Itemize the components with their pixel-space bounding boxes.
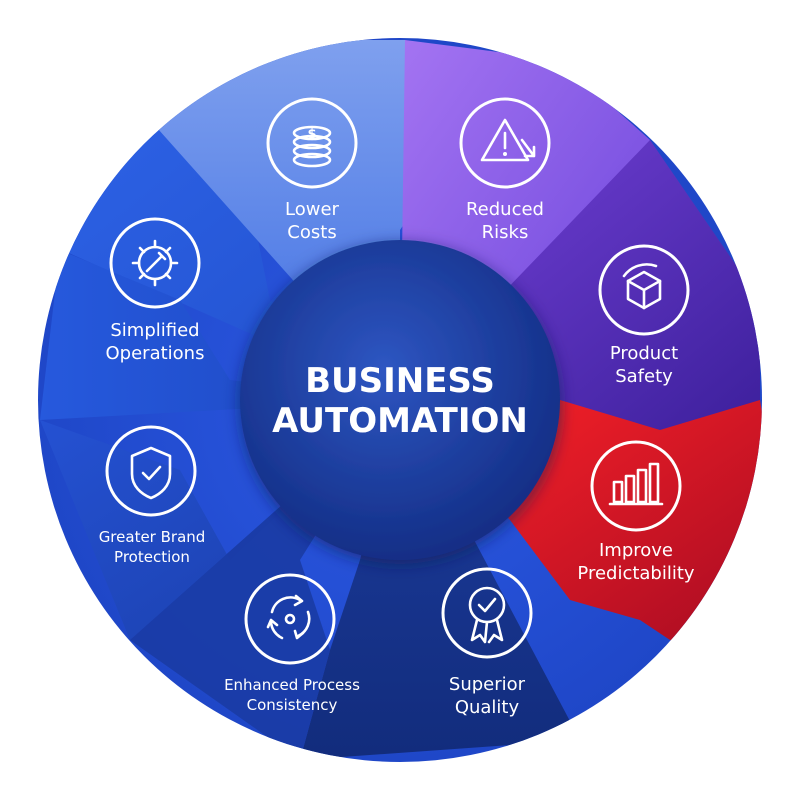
award-badge-icon <box>468 586 506 644</box>
label-lower-costs-2: Costs <box>287 222 336 243</box>
label-improve-predictability-2: Predictability <box>577 563 695 584</box>
label-lower-costs-1: Lower <box>285 199 340 220</box>
label-enhanced-process-consistency-2: Consistency <box>247 696 338 714</box>
shield-check-icon <box>130 446 172 500</box>
center-title-line1: BUSINESS <box>305 361 495 401</box>
label-simplified-operations-1: Simplified <box>110 320 199 341</box>
cycle-arrows-icon <box>266 594 311 640</box>
label-product-safety-1: Product <box>610 343 678 364</box>
label-product-safety-2: Safety <box>615 366 673 387</box>
label-superior-quality-1: Superior <box>449 674 526 695</box>
item-improve-predictability[interactable]: Improve Predictability <box>577 440 695 584</box>
item-greater-brand-protection[interactable]: Greater Brand Protection <box>99 425 206 566</box>
warning-triangle-icon <box>480 118 536 162</box>
item-simplified-operations[interactable]: Simplified Operations <box>106 217 205 364</box>
segment-superior-quality[interactable] <box>300 400 580 760</box>
item-product-safety[interactable]: Product Safety <box>598 244 690 387</box>
center-hub <box>240 240 560 560</box>
svg-text:$: $ <box>307 127 316 142</box>
gear-wrench-icon <box>131 239 179 287</box>
item-lower-costs[interactable]: $ Lower Costs <box>266 97 358 243</box>
label-reduced-risks-2: Risks <box>482 222 529 243</box>
label-simplified-operations-2: Operations <box>106 343 205 364</box>
label-improve-predictability-1: Improve <box>599 540 673 561</box>
label-greater-brand-protection-1: Greater Brand <box>99 528 206 546</box>
item-enhanced-process-consistency[interactable]: Enhanced Process Consistency <box>224 573 360 714</box>
segment-greater-brand-protection[interactable] <box>40 250 400 420</box>
center-title-line2: AUTOMATION <box>272 401 528 441</box>
bar-chart-icon <box>608 462 664 506</box>
segment-simplified-operations[interactable] <box>62 120 400 400</box>
segment-enhanced-process-consistency[interactable] <box>40 400 400 640</box>
label-reduced-risks-1: Reduced <box>466 199 544 220</box>
item-reduced-risks[interactable]: Reduced Risks <box>459 97 551 243</box>
item-superior-quality[interactable]: Superior Quality <box>441 567 533 718</box>
coins-icon: $ <box>292 125 332 168</box>
label-greater-brand-protection-2: Protection <box>114 548 190 566</box>
box-icon <box>622 263 662 310</box>
label-enhanced-process-consistency-1: Enhanced Process <box>224 676 360 694</box>
label-superior-quality-2: Quality <box>455 697 520 718</box>
